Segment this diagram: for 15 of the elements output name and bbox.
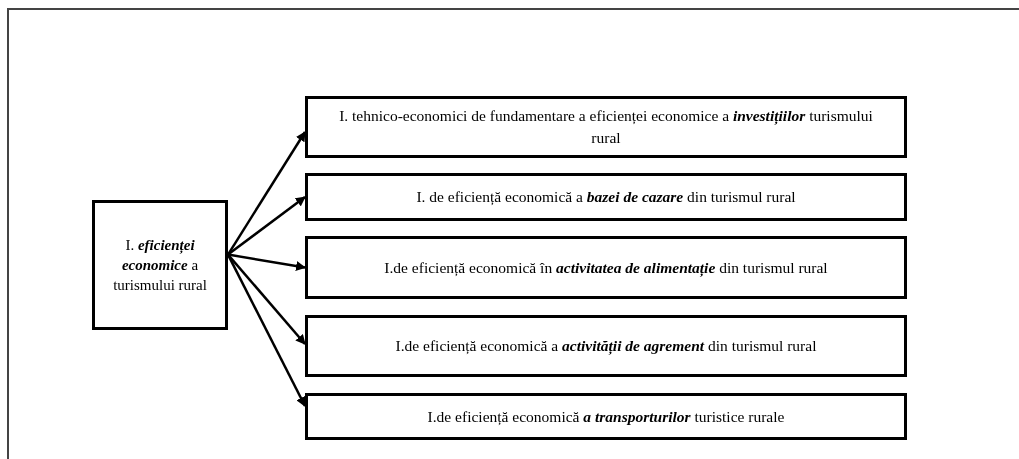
- arrow: [227, 253, 306, 271]
- arrow: [227, 196, 306, 256]
- box-text: I.de eficiență economică în activitatea de alimentație din turismul rural: [384, 257, 828, 279]
- text-box: [305, 393, 907, 440]
- box-text: I. de eficiență economică a bazei de cazare din turismul rural: [416, 187, 796, 207]
- box-text: I. tehnico-economici de fundamentare a eficienței economice a investițiilor turismului rural: [338, 106, 874, 148]
- text-box: [305, 315, 907, 377]
- box-text: I.de eficiență economică a transporturilor turistice rurale: [427, 406, 785, 427]
- text-box: [92, 200, 228, 330]
- box-text: I. eficienței economice a turismului rural: [112, 236, 208, 295]
- box-text: I.de eficiență economică a activității de agrement din turismul rural: [395, 336, 817, 357]
- text-box: [305, 236, 907, 299]
- arrow: [227, 253, 306, 345]
- text-box: [305, 96, 907, 158]
- text-box: [305, 173, 907, 221]
